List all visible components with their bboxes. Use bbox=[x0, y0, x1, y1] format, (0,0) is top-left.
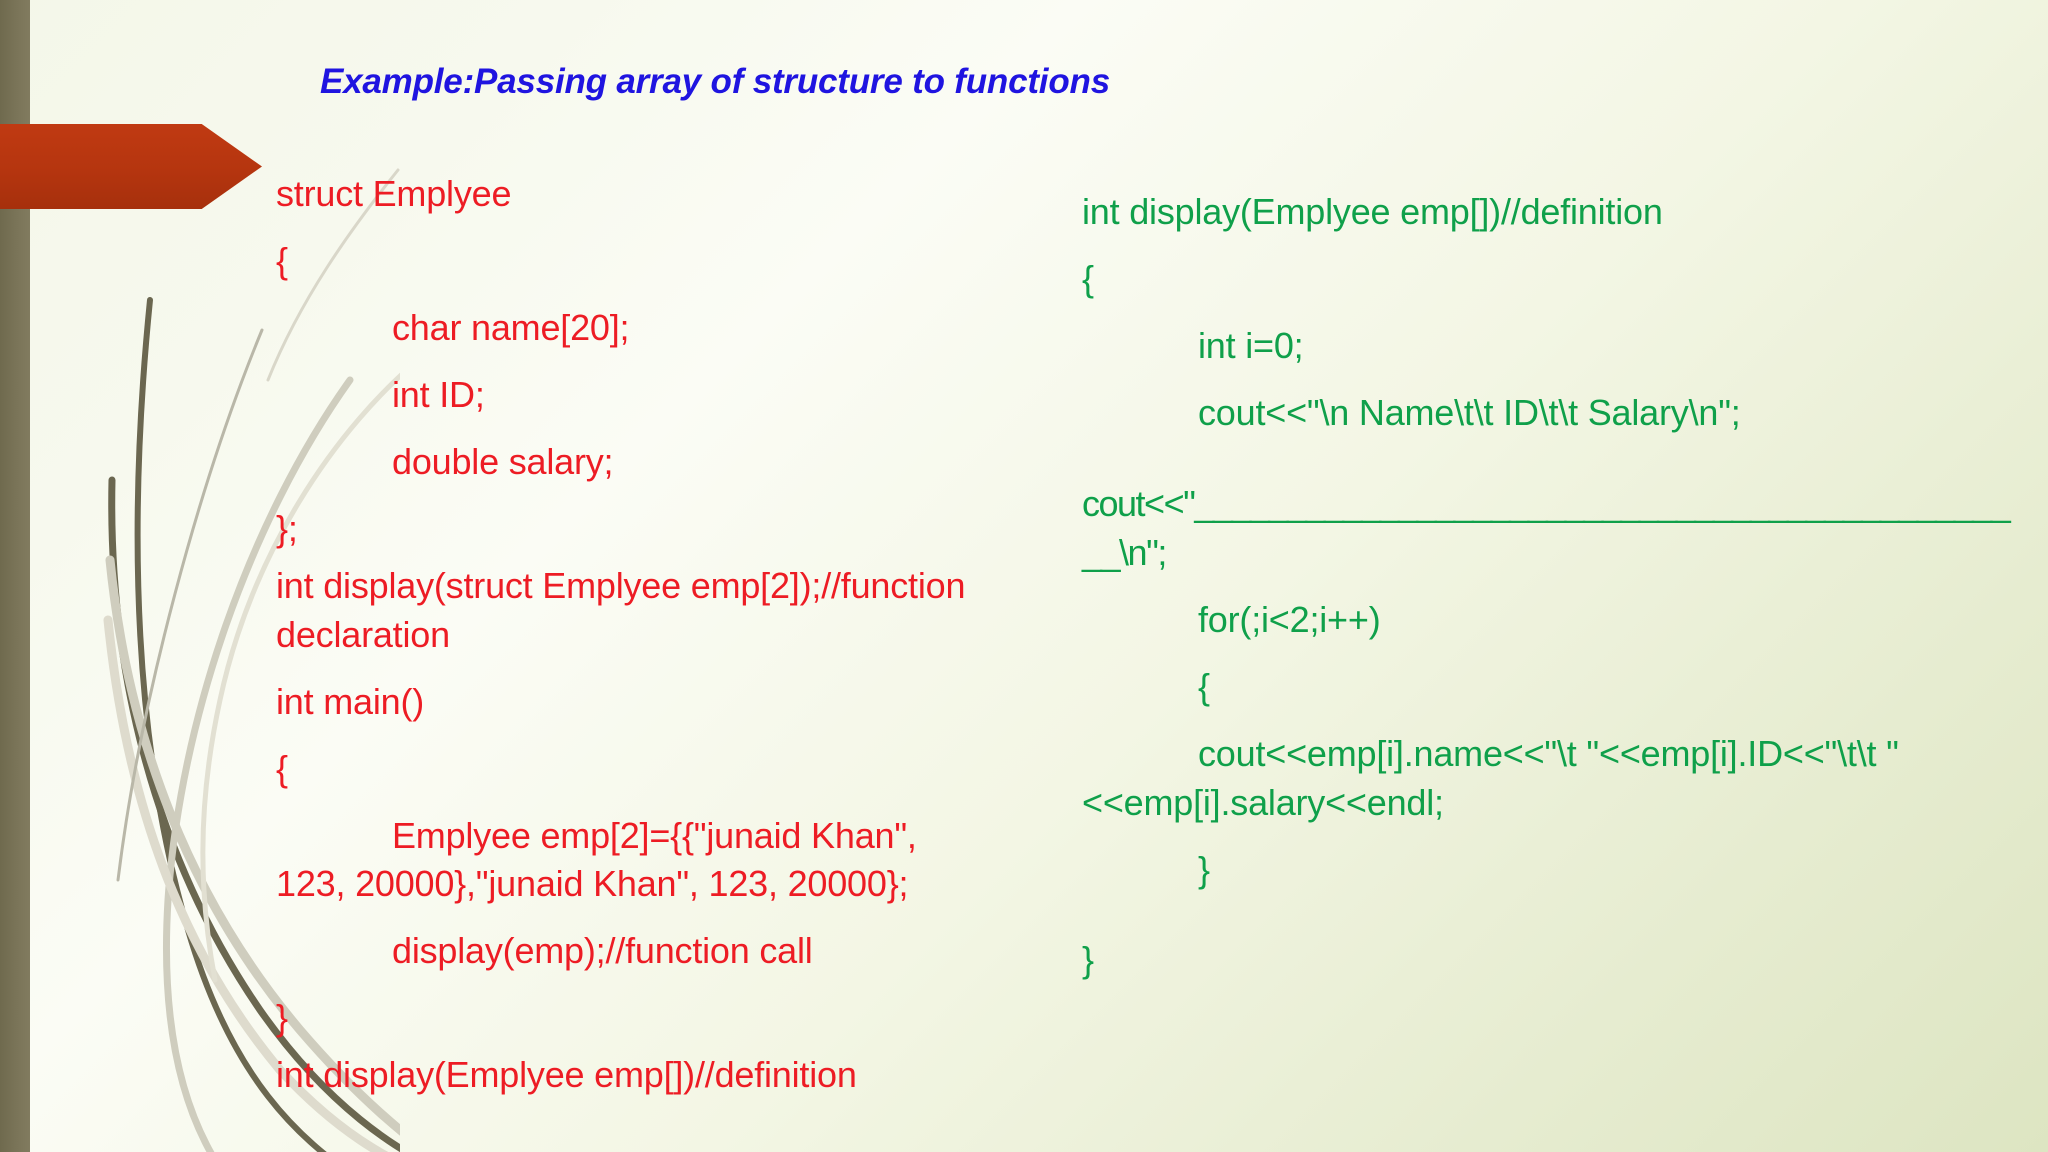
code-line: display(emp);//function call bbox=[392, 930, 813, 972]
red-chevron-banner bbox=[0, 124, 262, 209]
code-line: cout<<"\n Name\t\t ID\t\t Salary\n"; bbox=[1198, 391, 1741, 433]
code-line: } bbox=[1082, 939, 1094, 981]
code-line: struct Emplyee bbox=[276, 173, 512, 214]
code-line: int display(struct Emplyee emp[2]);//fun… bbox=[276, 564, 976, 655]
code-block-left: struct Emplyee { char name[20]; int ID; … bbox=[276, 170, 976, 1118]
code-line: int ID; bbox=[392, 373, 485, 415]
code-line: int i=0; bbox=[1198, 324, 1304, 366]
code-line: } bbox=[276, 997, 288, 1039]
code-line: cout<<emp[i].name<<"\t "<<emp[i].ID<<"\t… bbox=[1082, 732, 1899, 823]
code-block-right: int display(Emplyee emp[])//definition {… bbox=[1082, 188, 2012, 1003]
code-line: for(;i<2;i++) bbox=[1198, 598, 1381, 640]
code-line: }; bbox=[276, 507, 298, 549]
code-line: } bbox=[1198, 848, 1210, 890]
code-line: Emplyee emp[2]={{"junaid Khan", 123, 200… bbox=[276, 814, 927, 905]
code-line: { bbox=[276, 239, 288, 281]
code-line: cout<<"_________________________________… bbox=[1082, 482, 2011, 573]
code-line: { bbox=[1082, 257, 1094, 299]
code-line: char name[20]; bbox=[392, 306, 630, 348]
code-line: int display(Emplyee emp[])//definition bbox=[276, 1054, 857, 1096]
page-title: Example:Passing array of structure to fu… bbox=[320, 62, 1110, 101]
code-line: int main() bbox=[276, 680, 425, 722]
code-line: { bbox=[276, 747, 288, 789]
code-line: double salary; bbox=[392, 440, 614, 482]
code-line: int display(Emplyee emp[])//definition bbox=[1082, 191, 1663, 232]
code-line: { bbox=[1198, 665, 1210, 707]
